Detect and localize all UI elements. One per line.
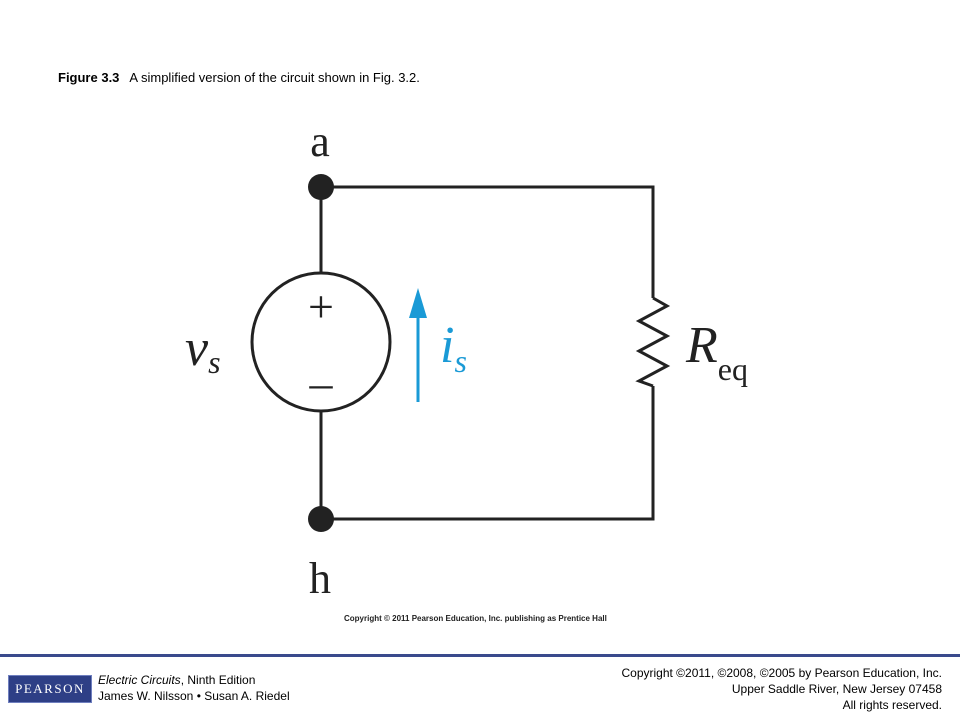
voltage-source-circle — [250, 271, 392, 413]
wires — [250, 185, 671, 521]
resistor-zigzag — [635, 296, 671, 388]
circuit-diagram: a h + – vs is Req — [185, 117, 748, 603]
rights-block: Copyright ©2011, ©2008, ©2005 by Pearson… — [621, 665, 942, 713]
source-minus-sign: – — [309, 357, 334, 408]
current-label-main: i — [440, 317, 454, 374]
current-arrow — [409, 288, 427, 402]
source-label-main: v — [185, 320, 209, 377]
book-title: Electric Circuits — [98, 673, 181, 687]
image-copyright: Copyright © 2011 Pearson Education, Inc.… — [344, 614, 607, 623]
resistor-label: Req — [685, 317, 748, 387]
rights-line-1: Copyright ©2011, ©2008, ©2005 by Pearson… — [621, 666, 942, 680]
footer-divider — [0, 654, 960, 657]
current-label: is — [440, 317, 467, 379]
book-edition: , Ninth Edition — [180, 673, 256, 687]
pearson-logo: PEARSON — [8, 675, 92, 703]
source-label: vs — [185, 320, 221, 380]
figure-caption-text: A simplified version of the circuit show… — [129, 70, 420, 85]
node-h-dot — [308, 506, 334, 532]
figure-number: Figure 3.3 — [58, 70, 120, 85]
resistor-label-main: R — [685, 317, 718, 374]
book-info: Electric Circuits, Ninth Edition James W… — [98, 672, 290, 704]
wire-top — [321, 185, 655, 298]
source-plus-sign: + — [308, 281, 334, 332]
figure-caption: Figure 3.3 A simplified version of the ci… — [58, 70, 420, 85]
source-label-sub: s — [208, 344, 220, 380]
resistor-label-sub: eq — [718, 351, 748, 387]
node-a-label: a — [310, 117, 330, 166]
node-a-dot — [308, 174, 334, 200]
rights-line-2: Upper Saddle River, New Jersey 07458 — [731, 682, 942, 696]
current-label-sub: s — [454, 343, 466, 379]
book-authors: James W. Nilsson • Susan A. Riedel — [98, 689, 290, 703]
node-h-label: h — [309, 554, 331, 603]
wire-bottom — [321, 386, 655, 521]
rights-line-3: All rights reserved. — [842, 698, 942, 712]
book-title-line: Electric Circuits, Ninth Edition — [98, 672, 290, 688]
